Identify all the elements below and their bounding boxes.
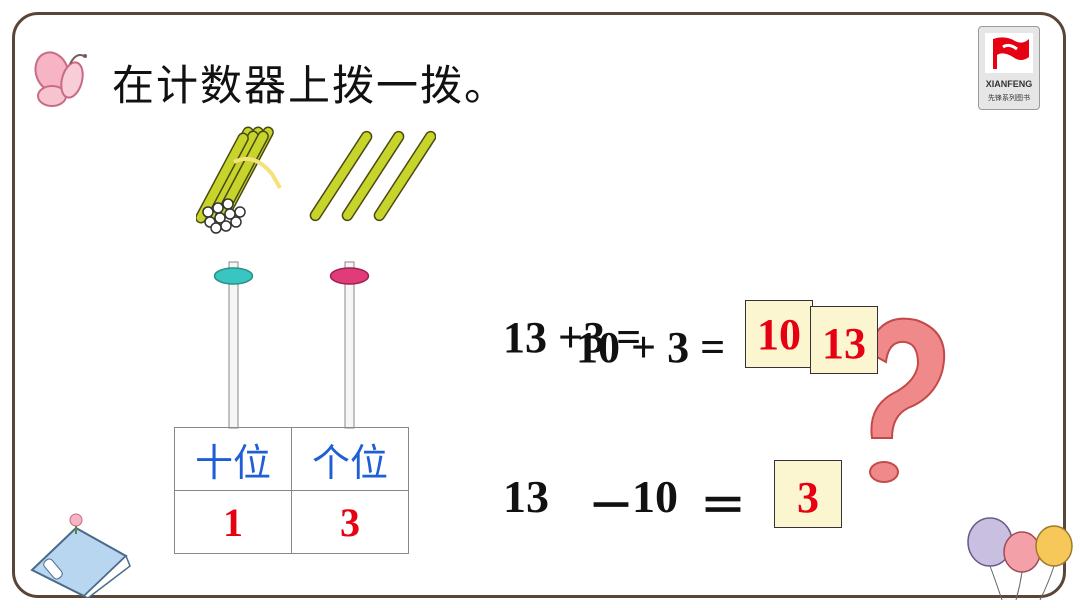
place-value-table: 十位 个位 1 3 [174,427,409,554]
equation-2-equals: ＝ [700,481,746,532]
logo-series-text: 先锋系列图书 [988,94,1030,102]
ones-header: 个位 [291,427,409,491]
ones-value: 3 [291,490,409,554]
question-mark-icon [866,317,946,483]
tens-value: 1 [174,490,292,554]
place-value-header-row: 十位 个位 [174,427,409,491]
flag-logo-icon [985,33,1033,73]
brand-logo: XIANFENG 先锋系列图书 [978,26,1040,110]
place-value-row: 1 3 [174,490,409,554]
single-sticks-icon [309,130,436,222]
counter-abacus [213,261,370,429]
answer-box-front[interactable]: 13 [810,306,878,374]
logo-brand-text: XIANFENG [985,79,1033,89]
butterfly-icon [34,51,87,107]
balloons-icon [967,517,1073,601]
equation-1-over: 10 + 3 = [576,323,726,372]
page-title: 在计数器上拨一拨。 [112,61,509,110]
equation-1-under: 13 +3 = [503,313,642,362]
tens-bead[interactable] [213,267,254,285]
equation-2-right: 10 [632,471,678,522]
book-icon [30,513,131,598]
answer-box-back[interactable]: 10 [745,300,813,368]
answer-box-2[interactable]: 3 [774,460,842,528]
tens-header: 十位 [174,427,292,491]
equation-2-minus: － [588,481,634,532]
equation-2-left: 13 [503,471,549,522]
ones-bead[interactable] [329,267,370,285]
stick-bundle-icon [196,126,282,234]
